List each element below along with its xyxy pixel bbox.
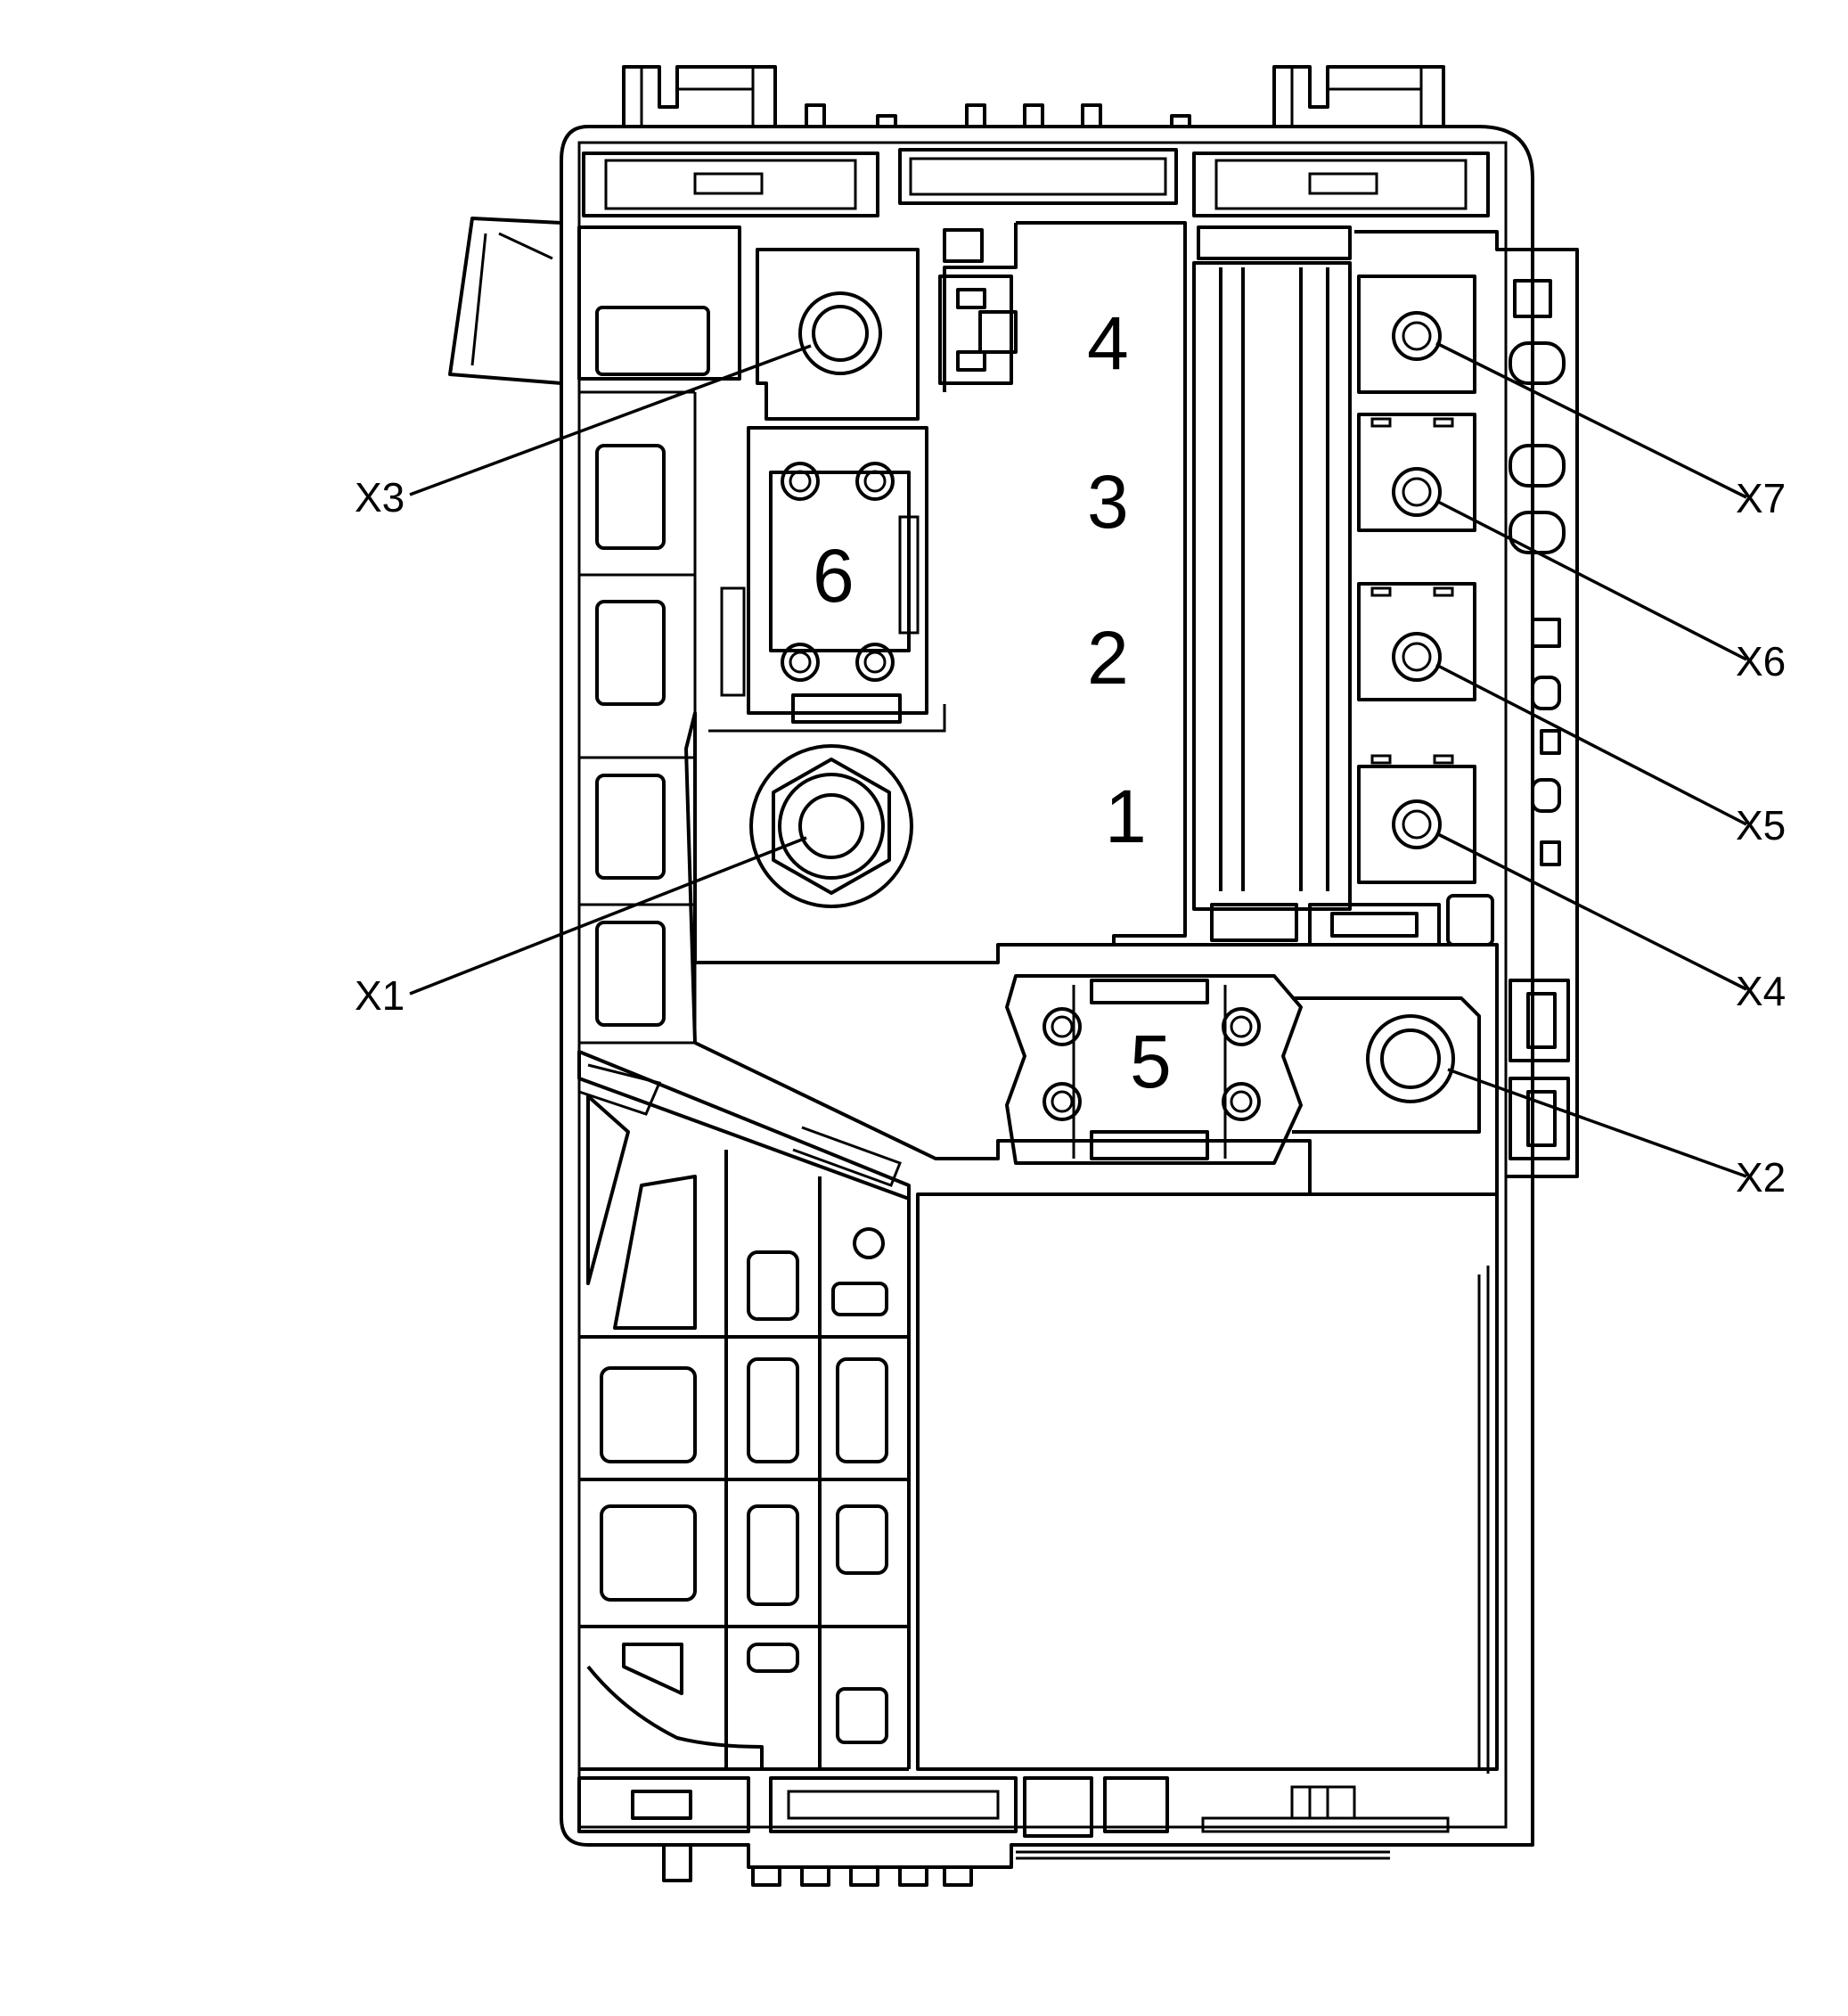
housing-outline bbox=[560, 65, 1534, 1887]
left-column bbox=[448, 217, 911, 1285]
position-2-label: 2 bbox=[1087, 616, 1129, 700]
lower-right-cavity bbox=[916, 1192, 1499, 1774]
leader-x5 bbox=[1435, 663, 1747, 826]
studs bbox=[749, 291, 1455, 1121]
callout-x1: X1 bbox=[355, 972, 405, 1019]
leader-x6 bbox=[1435, 499, 1747, 661]
main-bus-area bbox=[684, 704, 1499, 1196]
callout-x2: X2 bbox=[1736, 1154, 1786, 1201]
top-rail bbox=[582, 148, 1490, 217]
callout-x7: X7 bbox=[1736, 475, 1786, 521]
position-4-label: 4 bbox=[1087, 301, 1129, 385]
position-3-label: 3 bbox=[1087, 460, 1129, 544]
callout-labels: X3 X1 X7 X6 X5 X4 X2 bbox=[355, 474, 1786, 1201]
leader-x3 bbox=[409, 344, 812, 496]
leader-lines bbox=[409, 341, 1747, 1178]
leader-x7 bbox=[1435, 341, 1747, 499]
position-1-label: 1 bbox=[1105, 774, 1147, 858]
callout-x6: X6 bbox=[1736, 638, 1786, 684]
callout-x5: X5 bbox=[1736, 802, 1786, 848]
lower-fuse-grid bbox=[577, 1150, 1450, 1838]
vertical-rails bbox=[1192, 225, 1494, 947]
position-labels: 4 3 2 1 5 6 bbox=[813, 301, 1172, 1103]
leader-x1 bbox=[409, 836, 807, 996]
leader-x2 bbox=[1447, 1068, 1747, 1178]
callout-x3: X3 bbox=[355, 474, 405, 520]
right-stud-column bbox=[1354, 230, 1579, 1178]
center-fuse-column bbox=[938, 221, 1187, 945]
position-6-label: 6 bbox=[813, 534, 854, 618]
callout-x4: X4 bbox=[1736, 968, 1786, 1014]
position-5-label: 5 bbox=[1130, 1020, 1172, 1103]
leader-x4 bbox=[1435, 832, 1747, 991]
position-6-block bbox=[720, 248, 928, 724]
position-5-block bbox=[1005, 974, 1481, 1165]
